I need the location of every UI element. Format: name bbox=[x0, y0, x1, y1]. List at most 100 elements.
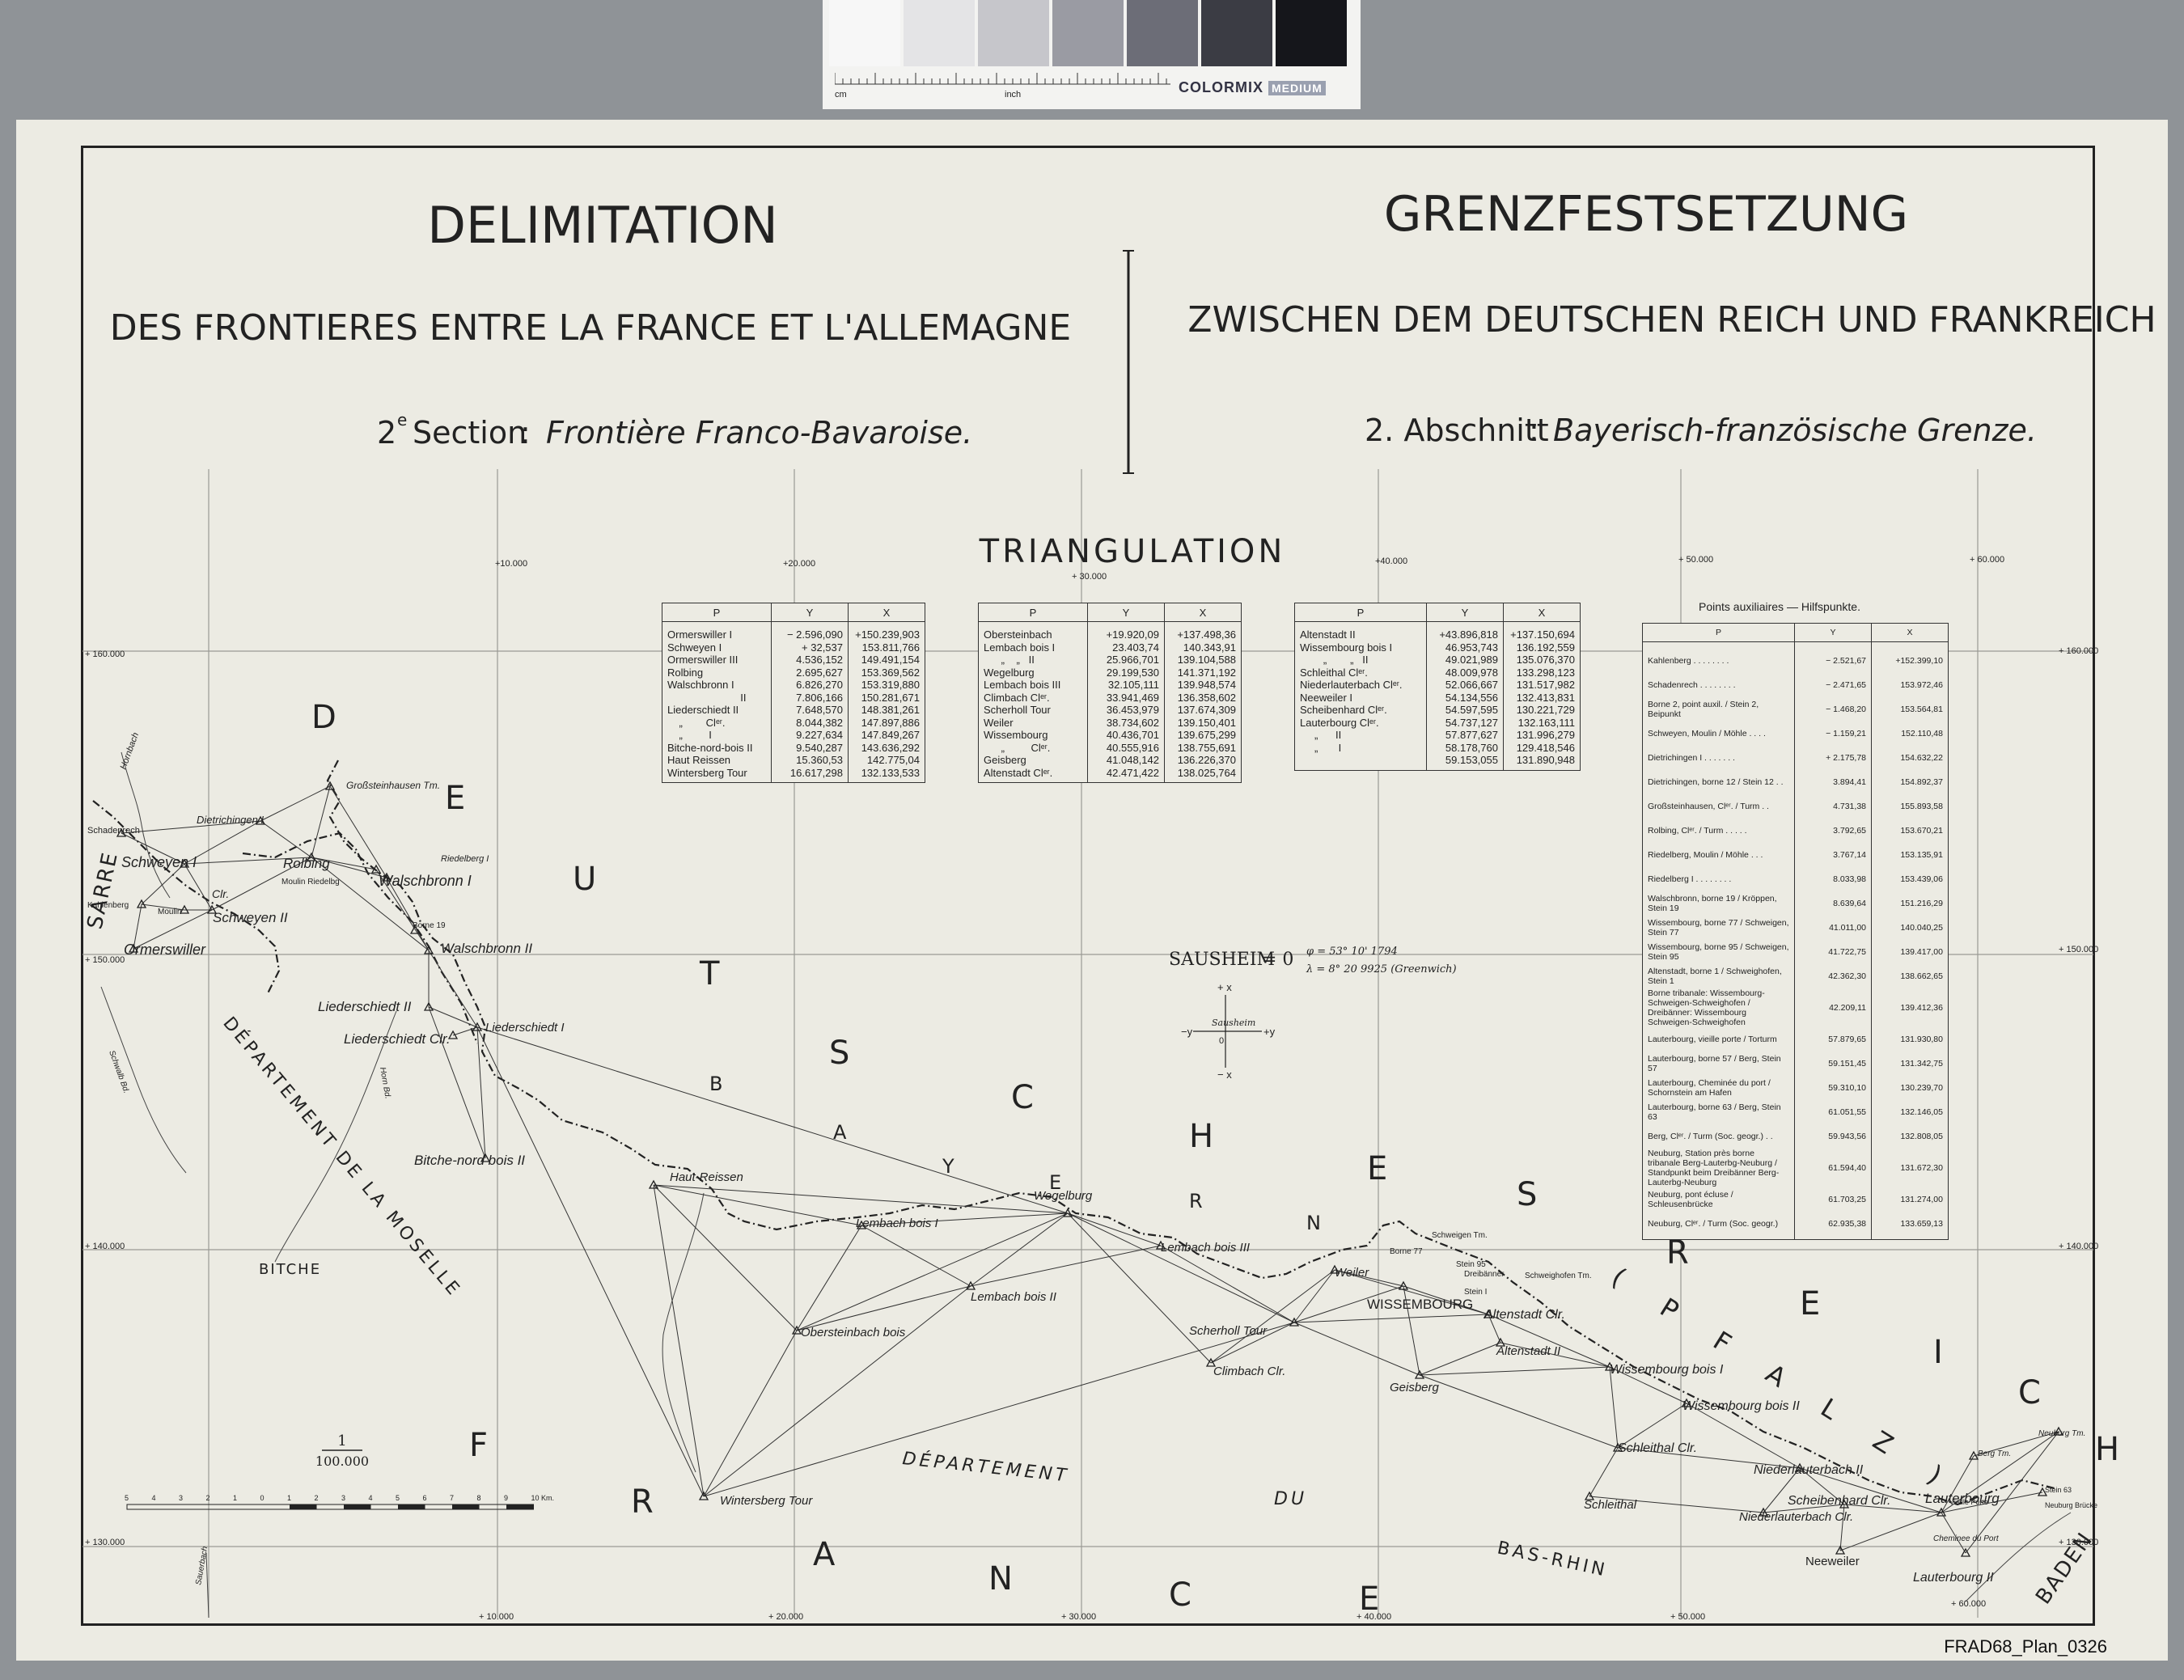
region-letter-france: R bbox=[631, 1483, 654, 1521]
y-value: 8.044,382 bbox=[771, 716, 849, 729]
y-value: 25.966,701 bbox=[1087, 654, 1165, 666]
x-value: 153.369,562 bbox=[848, 666, 925, 679]
station-marker bbox=[423, 945, 434, 954]
t3-header-y: Y bbox=[1426, 603, 1504, 622]
x-value: 139.412,36 bbox=[1871, 988, 1949, 1027]
station-marker bbox=[1289, 1317, 1300, 1327]
sight-line bbox=[796, 1285, 971, 1331]
origin-minus-y: −y bbox=[1181, 1026, 1193, 1038]
sight-line bbox=[1210, 1269, 1335, 1364]
place-label-liederschiedt2: Liederschiedt II bbox=[318, 999, 412, 1014]
color-swatch bbox=[829, 0, 900, 66]
dept-bas-rhin-label-3: BAS-RHIN bbox=[1496, 1538, 1610, 1581]
x-value: 140.040,25 bbox=[1871, 916, 1949, 940]
y-value: 32.105,111 bbox=[1087, 679, 1165, 692]
region-letter-bayern: Y bbox=[942, 1155, 954, 1178]
point-name: II bbox=[662, 691, 772, 704]
x-value: 139.104,588 bbox=[1164, 654, 1242, 666]
point-name: Lembach bois III bbox=[978, 679, 1088, 692]
grid-label-left-130000: + 130.000 bbox=[85, 1538, 125, 1547]
y-value: 52.066,667 bbox=[1426, 679, 1504, 692]
station-marker bbox=[1835, 1545, 1846, 1555]
point-name: „ I bbox=[1294, 741, 1427, 754]
color-swatch bbox=[1052, 0, 1124, 66]
table-row: Altenstadt, borne 1 / Schweighofen, Stei… bbox=[1642, 964, 1949, 988]
station-marker bbox=[1960, 1547, 1971, 1557]
sight-line bbox=[1419, 1342, 1501, 1376]
y-value: 7.806,166 bbox=[771, 691, 849, 704]
place-label-wissembourg: WISSEMBOURG bbox=[1367, 1297, 1473, 1312]
grid-label-bottom-40000: + 40.000 bbox=[1357, 1612, 1391, 1622]
region-letter-bayern: E bbox=[1049, 1171, 1061, 1194]
y-value: 9.540,287 bbox=[771, 741, 849, 754]
place-label-schweighofen: Schweighofen Tm. bbox=[1525, 1272, 1592, 1280]
station-marker bbox=[179, 858, 190, 868]
t2-header-x: X bbox=[1164, 603, 1242, 622]
region-letter-france: F bbox=[469, 1427, 488, 1464]
table-row: Lauterbourg, Cheminée du port / Schornst… bbox=[1642, 1076, 1949, 1100]
station-marker bbox=[324, 781, 336, 790]
point-name: Neeweiler I bbox=[1294, 691, 1427, 704]
x-value: 139.675,299 bbox=[1164, 729, 1242, 742]
region-letter-france: N bbox=[988, 1560, 1013, 1597]
region-letter-france: E bbox=[1359, 1581, 1379, 1618]
point-name: Scherholl Tour bbox=[978, 704, 1088, 717]
river-horn bbox=[274, 1010, 397, 1263]
point-name: Lauterbourg, Cheminée du port / Schornst… bbox=[1642, 1076, 1795, 1100]
x-value: +137.150,694 bbox=[1503, 621, 1581, 641]
grid-label-bottom-60000: + 60.000 bbox=[1951, 1599, 1986, 1609]
y-value: 54.134,556 bbox=[1426, 691, 1504, 704]
place-label-liederschiedt1: Liederschiedt I bbox=[485, 1021, 565, 1035]
sight-line bbox=[476, 1026, 705, 1497]
sight-line bbox=[796, 1212, 1069, 1331]
station-marker bbox=[381, 872, 392, 882]
x-value: 130.221,729 bbox=[1503, 704, 1581, 717]
station-marker bbox=[2053, 1426, 2064, 1436]
y-value: 7.648,570 bbox=[771, 704, 849, 717]
point-name: Wegelburg bbox=[978, 666, 1088, 679]
place-label-stein63: Stein 63 bbox=[2045, 1486, 2072, 1494]
point-name: Walschbronn I bbox=[662, 679, 772, 692]
station-marker bbox=[698, 1491, 709, 1500]
point-name: Ormerswiller III bbox=[662, 654, 772, 666]
table-row: Walschbronn, borne 19 / Kröppen, Stein 1… bbox=[1642, 891, 1949, 916]
place-label-neeweiler: Neeweiler bbox=[1805, 1555, 1860, 1568]
y-value: 33.941,469 bbox=[1087, 691, 1165, 704]
grid-label-top-60000: + 60.000 bbox=[1970, 555, 2004, 565]
place-label-vieille-porte: Vieille Porte bbox=[1949, 1498, 1988, 1506]
origin-plus-y: +y bbox=[1263, 1026, 1276, 1038]
color-swatch bbox=[1201, 0, 1272, 66]
scale-tick-label: 6 bbox=[423, 1494, 427, 1502]
station-marker bbox=[1414, 1369, 1425, 1379]
y-value: 2.695,627 bbox=[771, 666, 849, 679]
title-de-section: 2. Abschnitt : Bayerisch-französische Gr… bbox=[1365, 413, 2037, 448]
region-letter-bayern: R bbox=[1189, 1190, 1203, 1212]
sight-line bbox=[653, 1184, 705, 1497]
place-label-liederschiedt-cl: Liederschiedt Clr. bbox=[344, 1031, 451, 1047]
point-name: „ I bbox=[662, 729, 772, 742]
y-value: 58.178,760 bbox=[1426, 741, 1504, 754]
sight-line bbox=[653, 1184, 1069, 1214]
x-value: 152.110,48 bbox=[1871, 722, 1949, 746]
station-marker bbox=[480, 1153, 491, 1162]
ruler-inch-label: inch bbox=[1005, 90, 1021, 99]
sight-line bbox=[1799, 1467, 1942, 1513]
sight-line bbox=[133, 909, 213, 950]
x-value: 131.274,00 bbox=[1871, 1187, 1949, 1212]
triangulation-heading: TRIANGULATION bbox=[979, 533, 1286, 570]
sight-line bbox=[1293, 1285, 1404, 1323]
sight-line bbox=[311, 857, 430, 951]
point-name: Schweyen I bbox=[662, 641, 772, 654]
sight-line bbox=[311, 857, 377, 870]
